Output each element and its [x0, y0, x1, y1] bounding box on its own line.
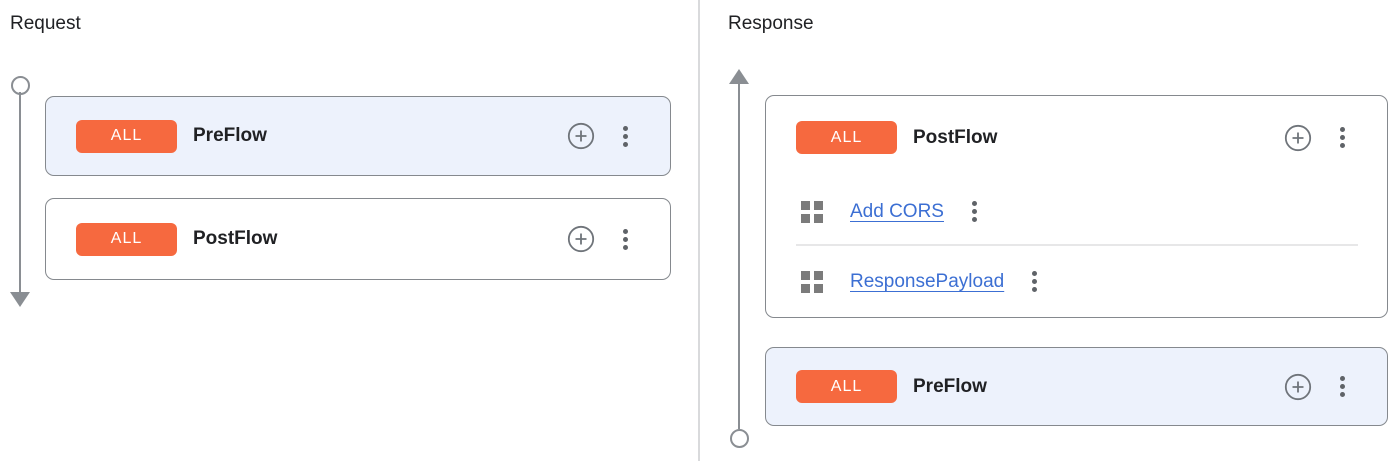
- flow-header: ALL PreFlow: [766, 348, 1387, 425]
- policy-link[interactable]: ResponsePayload: [850, 270, 1005, 292]
- flow-name: PostFlow: [913, 126, 998, 148]
- request-panel-title: Request: [10, 13, 81, 34]
- add-policy-button[interactable]: [1284, 124, 1312, 152]
- response-flow-rail: [738, 83, 740, 429]
- condition-badge: ALL: [796, 121, 897, 154]
- policy-row: ResponsePayload: [766, 246, 1387, 317]
- more-options-kebab-icon[interactable]: [621, 226, 630, 253]
- panel-divider: [698, 0, 700, 461]
- more-options-kebab-icon[interactable]: [1338, 124, 1347, 151]
- request-flow-arrow-down-icon: [10, 292, 30, 307]
- response-flow-start-node-icon: [730, 429, 749, 448]
- request-postflow-card[interactable]: ALL PostFlow: [45, 198, 671, 280]
- add-policy-button[interactable]: [567, 122, 595, 150]
- response-flow-arrow-up-icon: [729, 69, 749, 84]
- request-flow-rail: [19, 92, 21, 292]
- response-preflow-card[interactable]: ALL PreFlow: [765, 347, 1388, 426]
- flow-name: PostFlow: [193, 228, 278, 249]
- flow-header: ALL PreFlow: [46, 97, 670, 175]
- policy-grid-icon: [801, 200, 823, 223]
- flow-name: PreFlow: [193, 125, 267, 146]
- add-policy-button[interactable]: [1284, 373, 1312, 401]
- policy-grid-icon: [801, 270, 823, 293]
- response-panel-title: Response: [728, 13, 814, 34]
- policy-row: Add CORS: [766, 179, 1387, 244]
- condition-badge: ALL: [796, 370, 897, 403]
- condition-badge: ALL: [76, 119, 177, 153]
- condition-badge: ALL: [76, 222, 177, 256]
- more-options-kebab-icon[interactable]: [621, 123, 630, 150]
- flow-name: PreFlow: [913, 375, 987, 397]
- flow-header: ALL PostFlow: [46, 199, 670, 279]
- flow-header: ALL PostFlow: [766, 96, 1387, 179]
- policy-separator: [796, 244, 1358, 246]
- more-options-kebab-icon[interactable]: [1030, 268, 1039, 295]
- more-options-kebab-icon[interactable]: [1338, 373, 1347, 400]
- response-postflow-card[interactable]: ALL PostFlow Add CORS ResponsePayload: [765, 95, 1388, 318]
- more-options-kebab-icon[interactable]: [970, 198, 979, 225]
- add-policy-button[interactable]: [567, 225, 595, 253]
- policy-link[interactable]: Add CORS: [850, 200, 944, 222]
- request-preflow-card[interactable]: ALL PreFlow: [45, 96, 671, 176]
